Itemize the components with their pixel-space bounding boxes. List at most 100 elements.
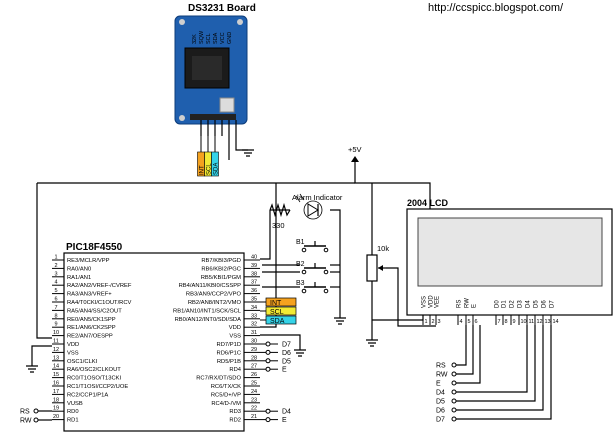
lcd-pin-number: 14 (553, 319, 559, 325)
port-tag-label: D4 (282, 409, 291, 416)
ds3231-pin-label: 32K (192, 34, 198, 44)
mcu-pin-number: 23 (251, 397, 257, 403)
supply-5v: +5V (348, 145, 362, 165)
mcu-pin-number: 40 (251, 255, 257, 261)
lcd-pin-number: 12 (537, 319, 543, 325)
mcu-pin-number: 2 (54, 263, 57, 269)
ds3231-net-tag-label: SCL (207, 163, 213, 175)
mcu-pin-name: RE1/AN6/CK2SPP (67, 325, 116, 331)
mcu-pin-name: VSS (229, 334, 241, 340)
mcu-pin-name: RD2 (229, 418, 241, 424)
mcu-pin-name: RB3/AN9/CCP2/VPO (186, 292, 242, 298)
mcu-pin-name: RA5/AN4/SS/C2OUT (67, 308, 122, 314)
mcu-pin-number: 22 (251, 406, 257, 412)
mcu-pin-name: RD1 (67, 418, 79, 424)
mcu-pin-number: 39 (251, 263, 257, 269)
ds3231-chip-die (192, 56, 222, 80)
push-button-1[interactable]: B1 (296, 239, 329, 253)
mcu-pin-number: 1 (54, 255, 57, 261)
resistor-label: 330 (272, 221, 285, 230)
mcu-pin-name: VUSB (67, 401, 83, 407)
mcu-body (63, 252, 245, 432)
port-tag-terminal (451, 380, 457, 386)
mcu-pin-number: 36 (251, 288, 257, 294)
lcd-pin-name: D1 (502, 300, 508, 308)
mcu-pin-name: VDD (229, 325, 241, 331)
mcu-pin-number: 30 (251, 339, 257, 345)
port-tag-terminal (265, 366, 271, 372)
port-tag-label: D5 (436, 399, 445, 406)
mcu-pin-number: 10 (53, 330, 59, 336)
port-tag-terminal (451, 416, 457, 422)
ds3231-pin-label: GND (227, 32, 233, 44)
port-tag-terminal (265, 417, 271, 423)
port-tag-terminal (451, 362, 457, 368)
mcu-pin-name: RD3 (229, 409, 241, 415)
mcu-pin-number: 24 (251, 389, 257, 395)
mcu-pin-name: RA0/AN0 (67, 266, 91, 272)
mcu-pin-name: OSC1/CLKI (67, 359, 98, 365)
lcd-pin-number: 13 (545, 319, 551, 325)
mcu-pin-number: 13 (53, 355, 59, 361)
alarm-label: Alarm Indicator (292, 193, 343, 202)
lcd-pin-number: 10 (521, 319, 527, 325)
lcd-pin-name: D3 (518, 300, 524, 308)
lcd-pin-name: D0 (495, 300, 501, 308)
pot-label: 10k (377, 244, 389, 253)
port-tag-terminal (265, 341, 271, 347)
lcd-pin-number: 11 (529, 319, 535, 325)
lcd-pin-number: 1 (425, 319, 428, 325)
lcd-pin-number: 5 (468, 319, 471, 325)
mcu-pin-number: 25 (251, 381, 257, 387)
port-tag-label: D6 (436, 408, 445, 415)
mcu-pin-number: 12 (53, 347, 59, 353)
port-tag-label: RS (20, 409, 30, 416)
mcu-pin-number: 16 (53, 381, 59, 387)
mcu-net-tag-label: INT (270, 300, 282, 307)
mcu-net-tag (265, 315, 297, 325)
mcu-pin-number: 38 (251, 271, 257, 277)
push-button-2[interactable]: B2 (296, 261, 329, 275)
push-button-3[interactable]: B3 (296, 280, 329, 294)
mcu-pin-name: RC7/RX/DT/SDO (196, 376, 241, 382)
mcu-pin-name: RA3/AN3/VREF+ (67, 292, 112, 298)
ds3231-pin-label: SQW (199, 30, 205, 44)
mcu-pin-name: RB0/AN12/INT0/SDI/SDA (175, 317, 241, 323)
mount-hole (179, 19, 185, 25)
port-tag-label: RW (20, 418, 32, 425)
mcu-pin-number: 29 (251, 347, 257, 353)
mcu-pin-name: RC4/D-/VM (211, 401, 241, 407)
mcu-pin-name: RD6/P1C (217, 350, 241, 356)
port-tag-label: D7 (436, 417, 445, 424)
mcu-pin-number: 9 (54, 322, 57, 328)
mcu-pin-number: 15 (53, 372, 59, 378)
mcu-pin-name: RB4/AN11/KBI0/CSSPP (179, 283, 242, 289)
mcu-pin-name: RC2/CCP1/P1A (67, 392, 108, 398)
port-tag-terminal (451, 398, 457, 404)
mcu-pin-number: 33 (251, 313, 257, 319)
lcd-title: 2004 LCD (407, 198, 449, 208)
mcu-pin-number: 17 (53, 389, 59, 395)
lcd-pin-name: VDD (429, 295, 435, 308)
port-tag-terminal (33, 417, 39, 423)
lcd-pin-number: 6 (475, 319, 478, 325)
port-tag-label: D6 (282, 350, 291, 357)
mcu-pin-number: 35 (251, 297, 257, 303)
mcu-pin-number: 28 (251, 355, 257, 361)
port-tag-label: D5 (282, 358, 291, 365)
port-tag-terminal (33, 408, 39, 414)
resistor-330: 330 (269, 202, 291, 230)
port-tag-terminal (265, 358, 271, 364)
led-diode-icon (307, 203, 319, 217)
mcu-pin-name: RD5/P1B (217, 359, 241, 365)
lcd-pin-name: D4 (526, 300, 532, 308)
mcu-pin-number: 27 (251, 364, 257, 370)
mcu-pin-name: RA2/AN2/VREF-/CVREF (67, 283, 132, 289)
mcu-pin-name: RB5/KBI1/PGM (201, 275, 241, 281)
port-tag-label: E (282, 367, 287, 374)
mcu-pin-number: 20 (53, 414, 59, 420)
ds3231-pin-label: SDA (213, 32, 219, 44)
mcu-pin-name: RB7/KBI3/PGD (201, 258, 241, 264)
lcd-pin-name: RW (465, 298, 471, 308)
